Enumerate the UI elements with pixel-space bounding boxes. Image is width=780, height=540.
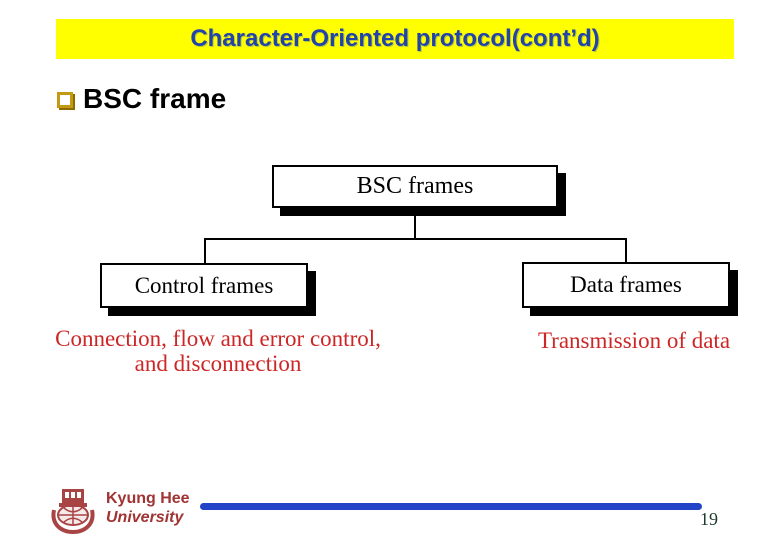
title-bar: Character-Oriented protocol(cont’d) bbox=[56, 19, 734, 59]
page-number: 19 bbox=[700, 509, 718, 529]
bullet-label: BSC frame bbox=[83, 83, 227, 114]
diagram-node-data-frames: Data frames bbox=[522, 262, 730, 308]
diagram-node-root-label: BSC frames bbox=[356, 173, 474, 199]
diagram-node-control-label: Control frames bbox=[134, 272, 274, 298]
institution-line2: University bbox=[106, 509, 184, 526]
caption-control-line1: Connection, flow and error control, bbox=[55, 326, 381, 351]
caption-control-frames: Connection, flow and error control, and … bbox=[16, 326, 420, 376]
caption-control-line2: and disconnection bbox=[134, 351, 302, 376]
bullet-row: BSC frame bbox=[57, 83, 226, 115]
caption-data-line1: Transmission of data bbox=[537, 328, 731, 353]
slide-title: Character-Oriented protocol(cont’d) bbox=[190, 25, 600, 52]
connector-right-vertical bbox=[625, 240, 627, 262]
caption-data-frames: Transmission of data bbox=[510, 328, 758, 353]
diagram-node-control-frames: Control frames bbox=[100, 263, 308, 308]
square-bullet-icon bbox=[57, 92, 73, 108]
connector-left-vertical bbox=[204, 240, 206, 263]
institution-line1: Kyung Hee bbox=[106, 490, 190, 507]
footer-divider-rule bbox=[200, 503, 702, 510]
diagram-node-root: BSC frames bbox=[272, 165, 558, 208]
kyung-hee-crest-icon bbox=[51, 489, 95, 535]
connector-horizontal bbox=[204, 238, 627, 240]
institution-name: Kyung Hee University bbox=[106, 489, 190, 527]
diagram-node-data-label: Data frames bbox=[570, 272, 682, 297]
connector-root-vertical bbox=[414, 208, 416, 239]
